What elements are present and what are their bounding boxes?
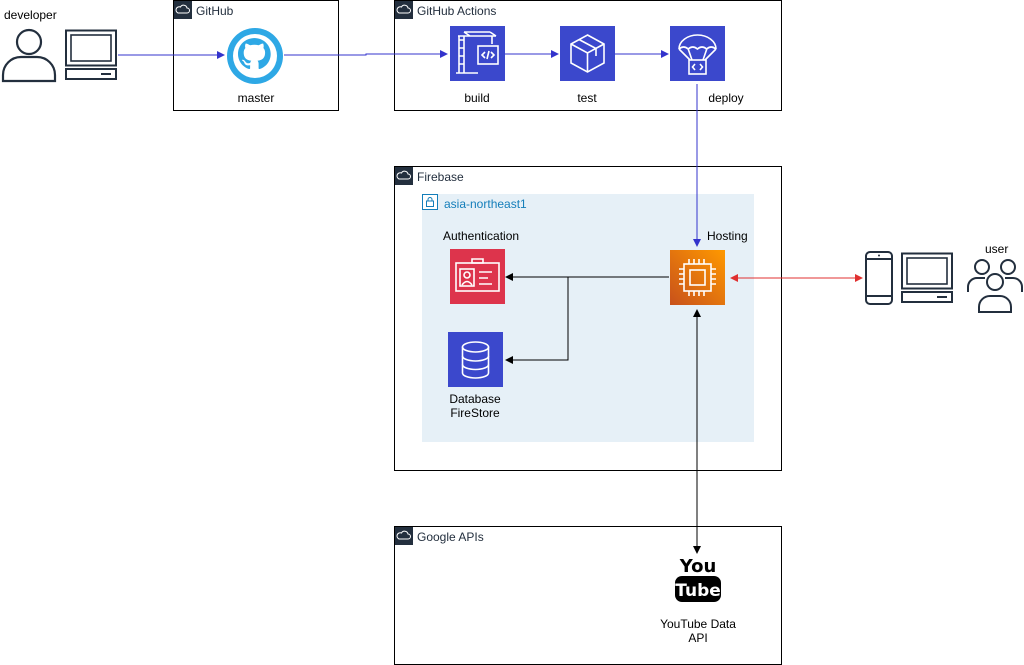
cloud-icon (395, 1, 413, 19)
github-logo-icon (226, 27, 284, 90)
youtube-label-line1: YouTube Data (660, 617, 736, 631)
user-desktop-icon (899, 252, 955, 309)
authentication-id-card-icon (450, 249, 505, 309)
group-title: GitHub Actions (417, 4, 497, 18)
mobile-phone-icon (864, 250, 894, 311)
cloud-icon (395, 527, 413, 545)
user-label: user (985, 242, 1009, 256)
developer-label: developer (4, 8, 57, 22)
youtube-logo-icon: You Tube (674, 553, 722, 610)
authentication-label: Authentication (443, 229, 520, 243)
database-icon (448, 332, 503, 392)
cloud-icon (174, 1, 192, 19)
developer-person-icon (0, 27, 58, 88)
group-title: Firebase (417, 170, 464, 184)
developer-desktop-icon (63, 29, 119, 86)
deploy-parachute-icon (670, 26, 725, 86)
svg-text:Tube: Tube (675, 581, 721, 601)
youtube-label-line2: API (688, 631, 708, 645)
deploy-label: deploy (708, 91, 744, 105)
edge-hosting-database (505, 277, 569, 364)
database-label-line1: Database (449, 392, 501, 406)
group-title: Google APIs (417, 530, 484, 544)
test-label: test (577, 91, 597, 105)
hosting-label: Hosting (707, 229, 748, 243)
edge-master-build (284, 50, 448, 58)
test-cube-icon (560, 26, 615, 86)
svg-text:You: You (679, 556, 717, 577)
lock-icon (422, 194, 438, 210)
database-label-line2: FireStore (450, 406, 500, 420)
region-title: asia-northeast1 (444, 197, 527, 211)
cloud-icon (395, 167, 413, 185)
build-label: build (464, 91, 490, 105)
users-group-icon (966, 256, 1024, 319)
build-crane-icon (450, 26, 505, 86)
group-title: GitHub (196, 4, 234, 18)
master-label: master (237, 91, 275, 105)
hosting-chip-icon (670, 250, 725, 310)
